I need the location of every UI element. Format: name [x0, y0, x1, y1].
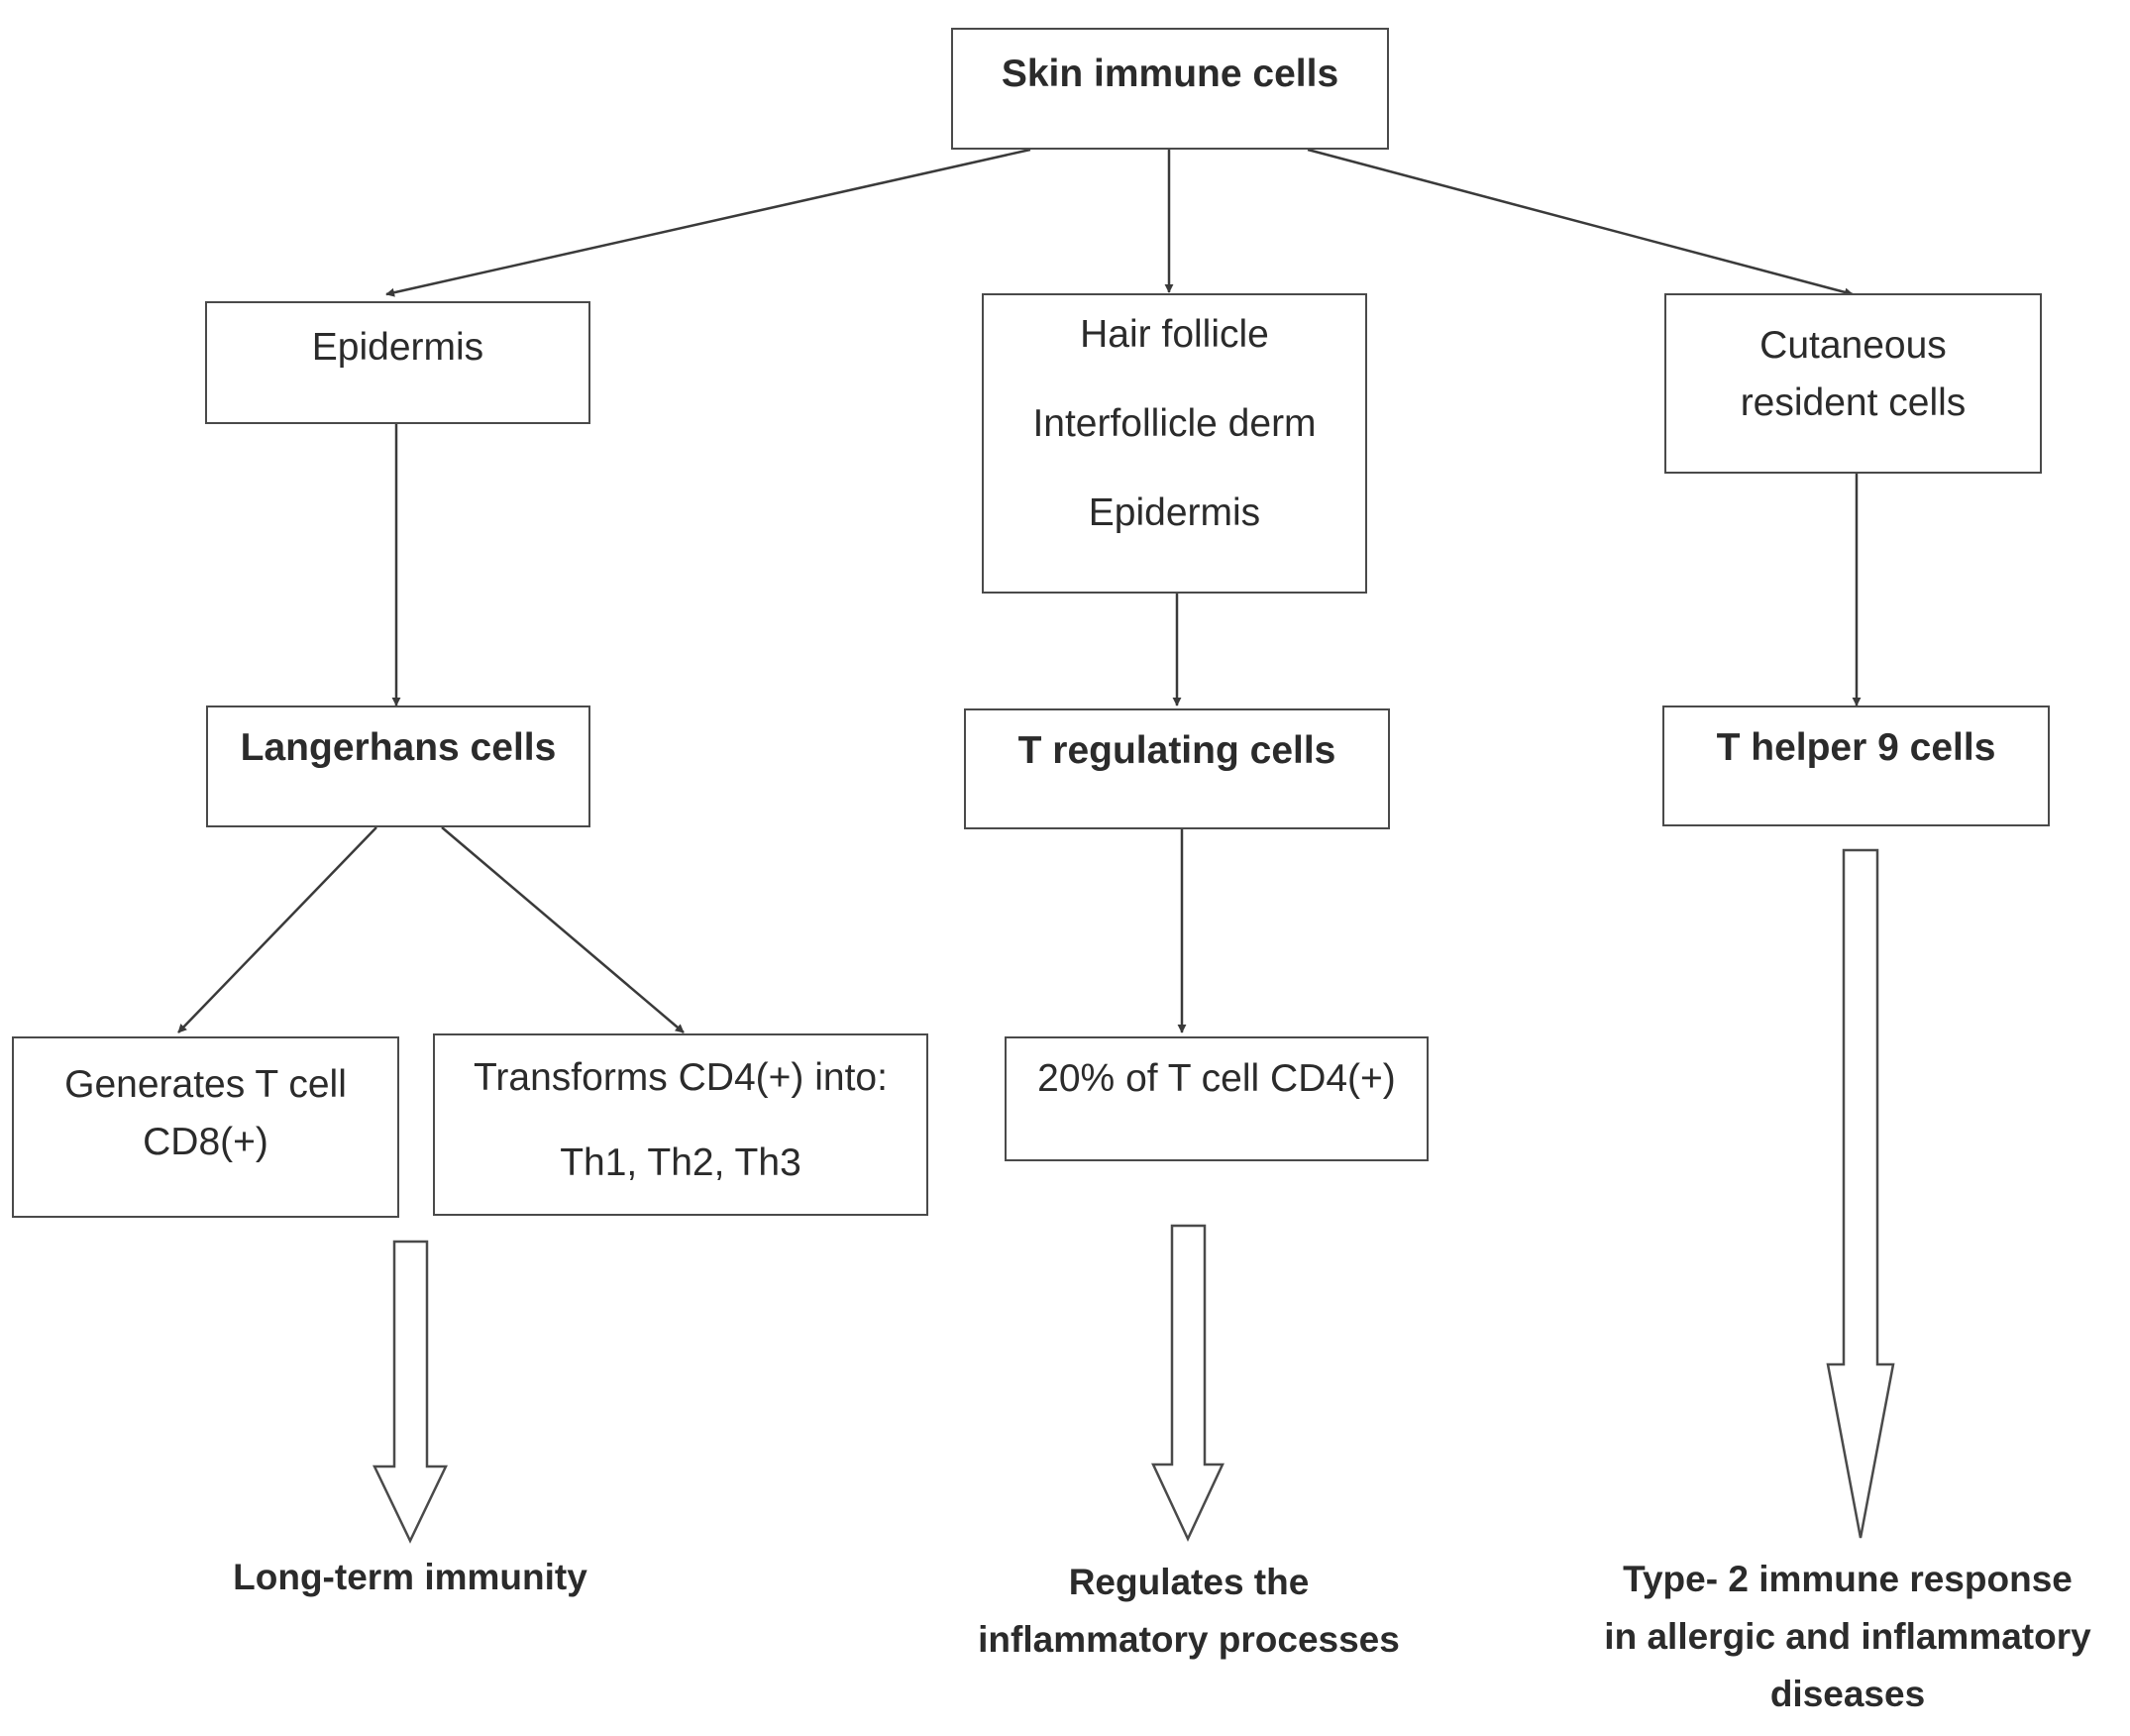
outcome-label: Regulates the	[1068, 1562, 1310, 1602]
node-label: T helper 9 cells	[1716, 726, 1996, 769]
outcome-long-term-immunity: Long-term immunity	[182, 1549, 638, 1606]
node-label: Epidermis	[1088, 491, 1261, 534]
node-label: Epidermis	[311, 326, 484, 369]
node-label: Generates T cell	[64, 1063, 347, 1106]
node-label: Cutaneous	[1759, 324, 1947, 367]
node-generates-cd8: Generates T cell CD8(+)	[12, 1036, 399, 1218]
outcome-type2-immune-response: Type- 2 immune response in allergic and …	[1575, 1551, 2120, 1723]
node-label: T regulating cells	[1017, 729, 1336, 772]
outcome-label: diseases	[1769, 1674, 1926, 1714]
outcome-label: Type- 2 immune response	[1623, 1559, 2073, 1599]
node-skin-immune-cells: Skin immune cells	[951, 28, 1389, 150]
node-label: resident cells	[1740, 381, 1967, 424]
arrow-langerhans-to-cd4	[441, 826, 685, 1033]
hollow-arrow-long-term	[373, 1240, 448, 1544]
node-hair-follicle: Hair follicle Interfollicle derm Epiderm…	[982, 293, 1367, 594]
hollow-arrow-type2	[1826, 848, 1895, 1539]
arrow-root-to-cutaneous	[1307, 148, 1854, 297]
arrow-langerhans-to-cd8	[177, 826, 377, 1033]
node-label: Langerhans cells	[240, 726, 557, 769]
node-label: Skin immune cells	[1001, 53, 1339, 95]
node-epidermis: Epidermis	[205, 301, 590, 424]
outcome-label: in allergic and inflammatory	[1604, 1616, 2091, 1657]
node-t-helper-9-cells: T helper 9 cells	[1662, 705, 2050, 826]
node-label: 20% of T cell CD4(+)	[1037, 1057, 1396, 1100]
node-20pct-cd4: 20% of T cell CD4(+)	[1005, 1036, 1429, 1161]
node-t-regulating-cells: T regulating cells	[964, 708, 1390, 829]
node-langerhans-cells: Langerhans cells	[206, 705, 590, 827]
node-transforms-cd4: Transforms CD4(+) into: Th1, Th2, Th3	[433, 1033, 928, 1216]
arrow-root-to-epidermis	[385, 148, 1031, 297]
outcome-label: inflammatory processes	[978, 1619, 1400, 1660]
node-cutaneous-resident-cells: Cutaneous resident cells	[1664, 293, 2042, 474]
node-label: Interfollicle derm	[1032, 402, 1317, 445]
node-label: Th1, Th2, Th3	[560, 1141, 801, 1184]
hollow-arrow-regulates	[1151, 1224, 1225, 1542]
node-label: Hair follicle	[1080, 313, 1269, 356]
node-label: Transforms CD4(+) into:	[474, 1056, 888, 1099]
node-label: CD8(+)	[143, 1121, 268, 1163]
outcome-label: Long-term immunity	[233, 1557, 587, 1597]
outcome-regulates-inflammatory: Regulates the inflammatory processes	[941, 1554, 1437, 1669]
